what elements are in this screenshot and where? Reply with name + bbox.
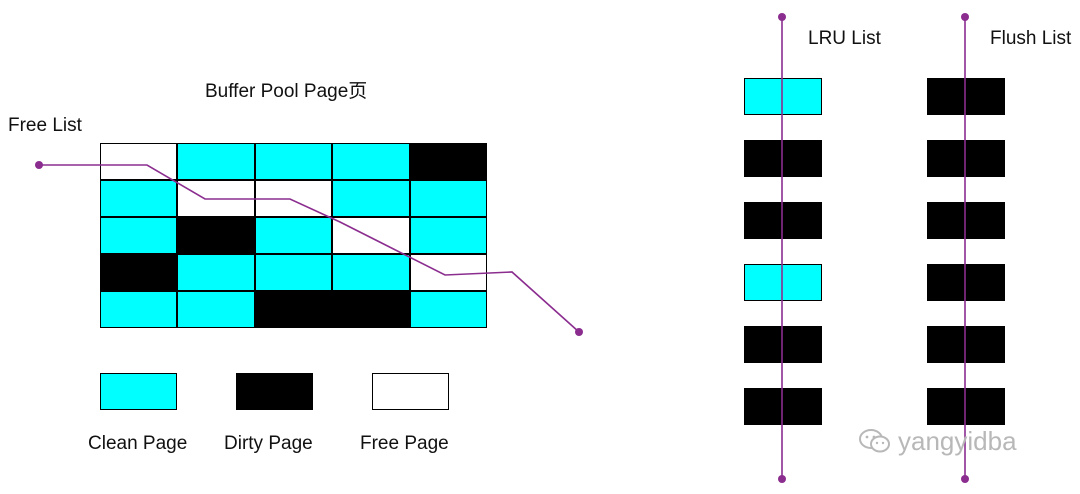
lru-list-top-dot [778, 13, 786, 21]
lru-page-clean [744, 264, 822, 301]
free-list-start-dot [35, 161, 43, 169]
legend-swatch-free [372, 373, 449, 410]
free-page-cell [177, 180, 255, 217]
clean-page-cell [254, 217, 333, 254]
free-page-cell [332, 217, 410, 254]
free-page-cell [254, 180, 333, 217]
buffer-pool-grid [100, 143, 487, 328]
clean-page-cell [254, 254, 333, 291]
free-page-cell [409, 254, 487, 291]
lru-list-bottom-dot [778, 475, 786, 483]
dirty-page-cell [100, 254, 178, 291]
dirty-page-cell [409, 143, 487, 180]
lru-page-dirty [744, 140, 822, 177]
watermark: yangyidba [858, 428, 1017, 454]
flush-list-top-dot [961, 13, 969, 21]
legend-swatch-dirty [236, 373, 313, 410]
wechat-icon [859, 429, 890, 453]
free-list-end-dot [575, 328, 583, 336]
clean-page-cell [409, 291, 487, 328]
watermark-text: yangyidba [898, 426, 1017, 456]
clean-page-cell [332, 143, 410, 180]
flush-page-dirty [927, 78, 1005, 115]
clean-page-cell [177, 291, 255, 328]
clean-page-cell [409, 217, 487, 254]
clean-page-cell [332, 180, 410, 217]
dirty-page-cell [177, 217, 255, 254]
legend-label-clean: Clean Page [88, 433, 188, 454]
clean-page-cell [409, 180, 487, 217]
buffer-pool-title: Buffer Pool Page页 [205, 81, 368, 102]
flush-list-label: Flush List [990, 28, 1072, 49]
lru-page-dirty [744, 388, 822, 425]
dirty-page-cell [332, 291, 410, 328]
clean-page-cell [177, 254, 255, 291]
free-page-cell [100, 143, 178, 180]
clean-page-cell [100, 180, 178, 217]
clean-page-cell [177, 143, 255, 180]
clean-page-cell [100, 291, 178, 328]
flush-list-bottom-dot [961, 475, 969, 483]
lru-page-clean [744, 78, 822, 115]
clean-page-cell [100, 217, 178, 254]
clean-page-cell [332, 254, 410, 291]
flush-page-dirty [927, 202, 1005, 239]
legend-swatch-clean [100, 373, 177, 410]
flush-page-dirty [927, 140, 1005, 177]
dirty-page-cell [254, 291, 333, 328]
lru-list-label: LRU List [808, 28, 881, 49]
flush-page-dirty [927, 264, 1005, 301]
legend-label-free: Free Page [360, 433, 449, 454]
lru-page-dirty [744, 326, 822, 363]
flush-page-dirty [927, 388, 1005, 425]
free-list-label: Free List [8, 115, 82, 136]
flush-page-dirty [927, 326, 1005, 363]
lru-page-dirty [744, 202, 822, 239]
legend-label-dirty: Dirty Page [224, 433, 313, 454]
clean-page-cell [254, 143, 333, 180]
